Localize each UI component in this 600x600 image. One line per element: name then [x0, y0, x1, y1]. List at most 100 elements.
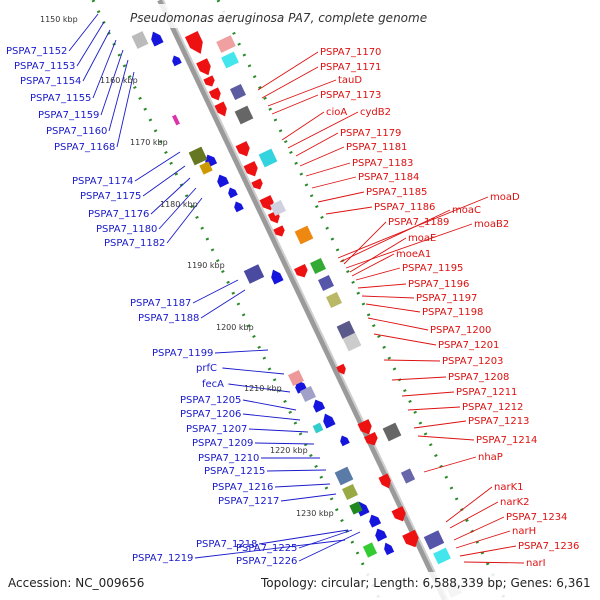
- gene-box[interactable]: [334, 466, 354, 486]
- gene-label-right[interactable]: narI: [526, 558, 546, 569]
- gene-arrow[interactable]: [259, 195, 277, 213]
- gene-arrow[interactable]: [378, 473, 393, 491]
- gene-box[interactable]: [433, 547, 451, 565]
- gene-arrow[interactable]: [232, 200, 244, 213]
- gene-arrow[interactable]: [184, 31, 207, 57]
- gene-label-right[interactable]: nhaP: [478, 452, 503, 463]
- gene-box[interactable]: [336, 320, 356, 340]
- gene-label-left[interactable]: PSPA7_1160: [46, 126, 107, 137]
- gene-label-left[interactable]: PSPA7_1206: [180, 409, 241, 420]
- gene-label-right[interactable]: PSPA7_1236: [518, 541, 579, 552]
- gene-box[interactable]: [312, 422, 324, 434]
- gene-label-left[interactable]: PSPA7_1217: [218, 496, 279, 507]
- gene-label-left[interactable]: PSPA7_1159: [38, 110, 99, 121]
- gene-box[interactable]: [243, 264, 265, 284]
- gene-label-right[interactable]: cioA: [326, 107, 347, 118]
- gene-label-left[interactable]: PSPA7_1187: [130, 298, 191, 309]
- gene-box[interactable]: [258, 148, 278, 168]
- gene-label-right[interactable]: PSPA7_1183: [352, 158, 413, 169]
- gene-box[interactable]: [423, 530, 445, 550]
- gene-label-left[interactable]: PSPA7_1215: [204, 466, 265, 477]
- gene-arrow[interactable]: [196, 58, 214, 78]
- gene-label-right[interactable]: PSPA7_1189: [388, 217, 449, 228]
- gene-label-left[interactable]: PSPA7_1174: [72, 176, 133, 187]
- gene-label-left[interactable]: PSPA7_1226: [236, 556, 297, 567]
- gene-label-left[interactable]: PSPA7_1210: [198, 453, 259, 464]
- gene-arrow[interactable]: [336, 363, 348, 376]
- gene-box[interactable]: [270, 200, 286, 216]
- gene-arrow[interactable]: [268, 268, 284, 285]
- gene-arrow[interactable]: [367, 512, 382, 528]
- gene-label-right[interactable]: cydB2: [360, 107, 391, 118]
- gene-box[interactable]: [199, 161, 213, 175]
- gene-arrow[interactable]: [251, 178, 264, 191]
- gene-label-left[interactable]: PSPA7_1188: [138, 313, 199, 324]
- gene-label-right[interactable]: narK1: [494, 482, 524, 493]
- gene-arrow[interactable]: [338, 434, 350, 447]
- gene-label-right[interactable]: PSPA7_1171: [320, 62, 381, 73]
- gene-box[interactable]: [288, 370, 304, 386]
- gene-label-right[interactable]: PSPA7_1173: [320, 90, 381, 101]
- gene-box[interactable]: [318, 275, 334, 291]
- gene-label-right[interactable]: PSPA7_1179: [340, 128, 401, 139]
- gene-label-left[interactable]: PSPA7_1219: [132, 553, 193, 564]
- gene-arrow[interactable]: [320, 412, 336, 429]
- gene-label-left[interactable]: fecA: [202, 379, 224, 390]
- gene-arrow[interactable]: [214, 101, 229, 119]
- gene-label-right[interactable]: moaC: [452, 205, 481, 216]
- gene-label-right[interactable]: PSPA7_1198: [422, 307, 483, 318]
- gene-label-left[interactable]: PSPA7_1218: [196, 539, 257, 550]
- gene-arrow[interactable]: [203, 75, 216, 88]
- gene-label-right[interactable]: PSPA7_1195: [402, 263, 463, 274]
- gene-label-left[interactable]: PSPA7_1205: [180, 395, 241, 406]
- gene-label-right[interactable]: PSPA7_1201: [438, 340, 499, 351]
- gene-box[interactable]: [188, 146, 208, 166]
- gene-arrow[interactable]: [364, 432, 380, 448]
- gene-box[interactable]: [234, 105, 254, 125]
- gene-label-left[interactable]: PSPA7_1176: [88, 209, 149, 220]
- gene-arrow[interactable]: [170, 54, 182, 67]
- gene-arrow[interactable]: [226, 186, 238, 199]
- gene-label-left[interactable]: PSPA7_1209: [192, 438, 253, 449]
- gene-box[interactable]: [342, 332, 362, 352]
- gene-label-right[interactable]: tauD: [338, 75, 362, 86]
- gene-label-right[interactable]: moaE: [408, 233, 436, 244]
- gene-box[interactable]: [216, 35, 236, 53]
- gene-label-left[interactable]: PSPA7_1180: [96, 224, 157, 235]
- gene-label-left[interactable]: PSPA7_1152: [6, 46, 67, 57]
- gene-label-right[interactable]: narK2: [500, 497, 530, 508]
- gene-box[interactable]: [300, 386, 316, 402]
- gene-box[interactable]: [230, 84, 246, 100]
- gene-label-left[interactable]: prfC: [196, 363, 217, 374]
- gene-label-right[interactable]: PSPA7_1212: [462, 402, 523, 413]
- gene-label-right[interactable]: moeA1: [396, 249, 431, 260]
- gene-label-right[interactable]: PSPA7_1170: [320, 47, 381, 58]
- gene-arrow[interactable]: [273, 225, 286, 238]
- gene-label-right[interactable]: PSPA7_1185: [366, 187, 427, 198]
- gene-label-right[interactable]: moaB2: [474, 219, 509, 230]
- gene-label-left[interactable]: PSPA7_1207: [186, 424, 247, 435]
- gene-label-left[interactable]: PSPA7_1199: [152, 348, 213, 359]
- gene-arrow[interactable]: [148, 30, 164, 47]
- gene-box[interactable]: [362, 542, 378, 558]
- gene-box[interactable]: [172, 114, 180, 126]
- gene-box[interactable]: [400, 468, 416, 484]
- gene-label-right[interactable]: PSPA7_1214: [476, 435, 537, 446]
- gene-label-left[interactable]: PSPA7_1175: [80, 191, 141, 202]
- gene-label-left[interactable]: PSPA7_1154: [20, 76, 81, 87]
- gene-label-right[interactable]: PSPA7_1196: [408, 279, 469, 290]
- gene-arrow[interactable]: [357, 419, 375, 437]
- gene-box[interactable]: [382, 422, 402, 442]
- gene-label-right[interactable]: PSPA7_1200: [430, 325, 491, 336]
- gene-box[interactable]: [342, 484, 358, 500]
- gene-label-right[interactable]: PSPA7_1203: [442, 356, 503, 367]
- gene-label-right[interactable]: PSPA7_1197: [416, 293, 477, 304]
- gene-label-right[interactable]: PSPA7_1234: [506, 512, 567, 523]
- gene-box[interactable]: [131, 31, 149, 49]
- gene-label-right[interactable]: PSPA7_1181: [346, 142, 407, 153]
- gene-label-right[interactable]: moaD: [490, 192, 520, 203]
- gene-label-left[interactable]: PSPA7_1216: [212, 482, 273, 493]
- gene-label-left[interactable]: PSPA7_1225: [236, 543, 297, 554]
- gene-arrow[interactable]: [402, 529, 422, 550]
- gene-box[interactable]: [294, 225, 314, 245]
